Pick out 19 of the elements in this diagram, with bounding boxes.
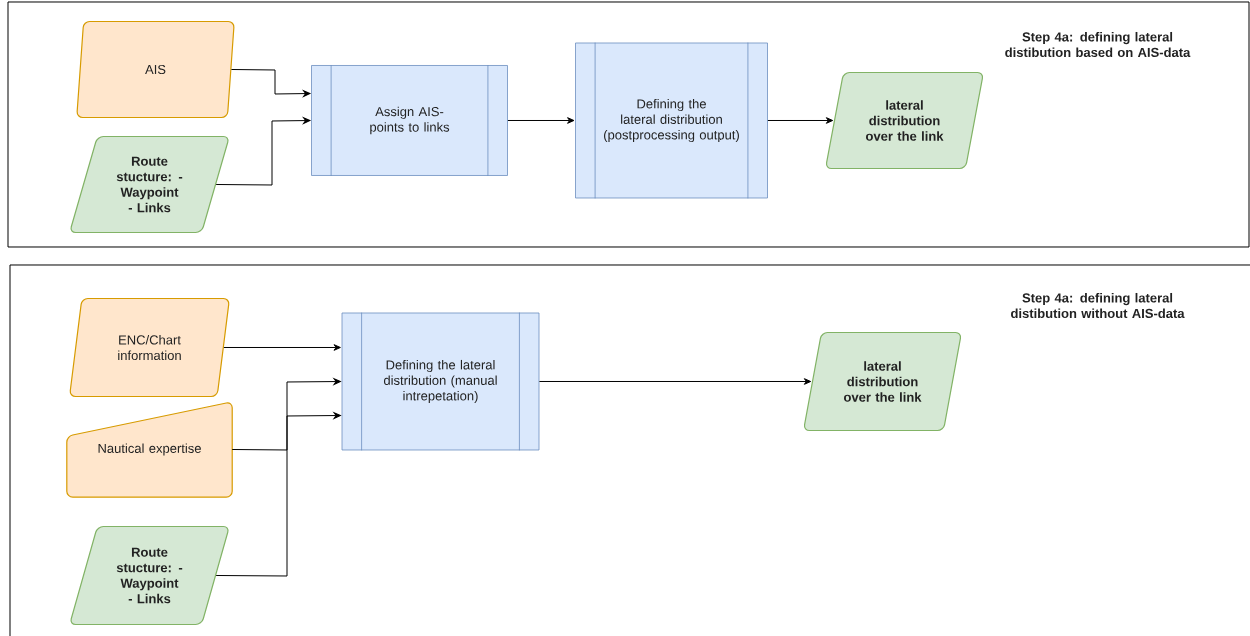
arrow [767, 117, 834, 124]
process-box: Assign AIS-points to links [311, 64, 508, 177]
data-parallelogram: Route stucture: - Waypoint - Links [70, 135, 229, 234]
panel-heading: Step 4a: defining lateral distibution based on AIS-data [1005, 31, 1191, 57]
arrow [538, 378, 812, 385]
process-box: Defining the lateral distribution (manual intrepetation) [341, 312, 540, 451]
data-parallelogram: AIS [76, 20, 235, 119]
process-box: Defining the lateral distribution (postprocessing output) [575, 42, 768, 199]
data-parallelogram: ENC/Chart information [69, 297, 230, 398]
arrow [231, 412, 341, 451]
arrow [230, 69, 311, 97]
data-parallelogram: lateral distribution over the link [825, 71, 984, 170]
panel-heading: Step 4a: defining lateral distibution without AIS-data [1011, 292, 1185, 318]
arrow [223, 344, 341, 351]
arrow [215, 117, 311, 186]
arrow [507, 117, 575, 124]
data-parallelogram: lateral distribution over the link [803, 331, 962, 432]
data-parallelogram: Route stucture: - Waypoint - Links [70, 525, 229, 626]
arrow [215, 378, 341, 577]
